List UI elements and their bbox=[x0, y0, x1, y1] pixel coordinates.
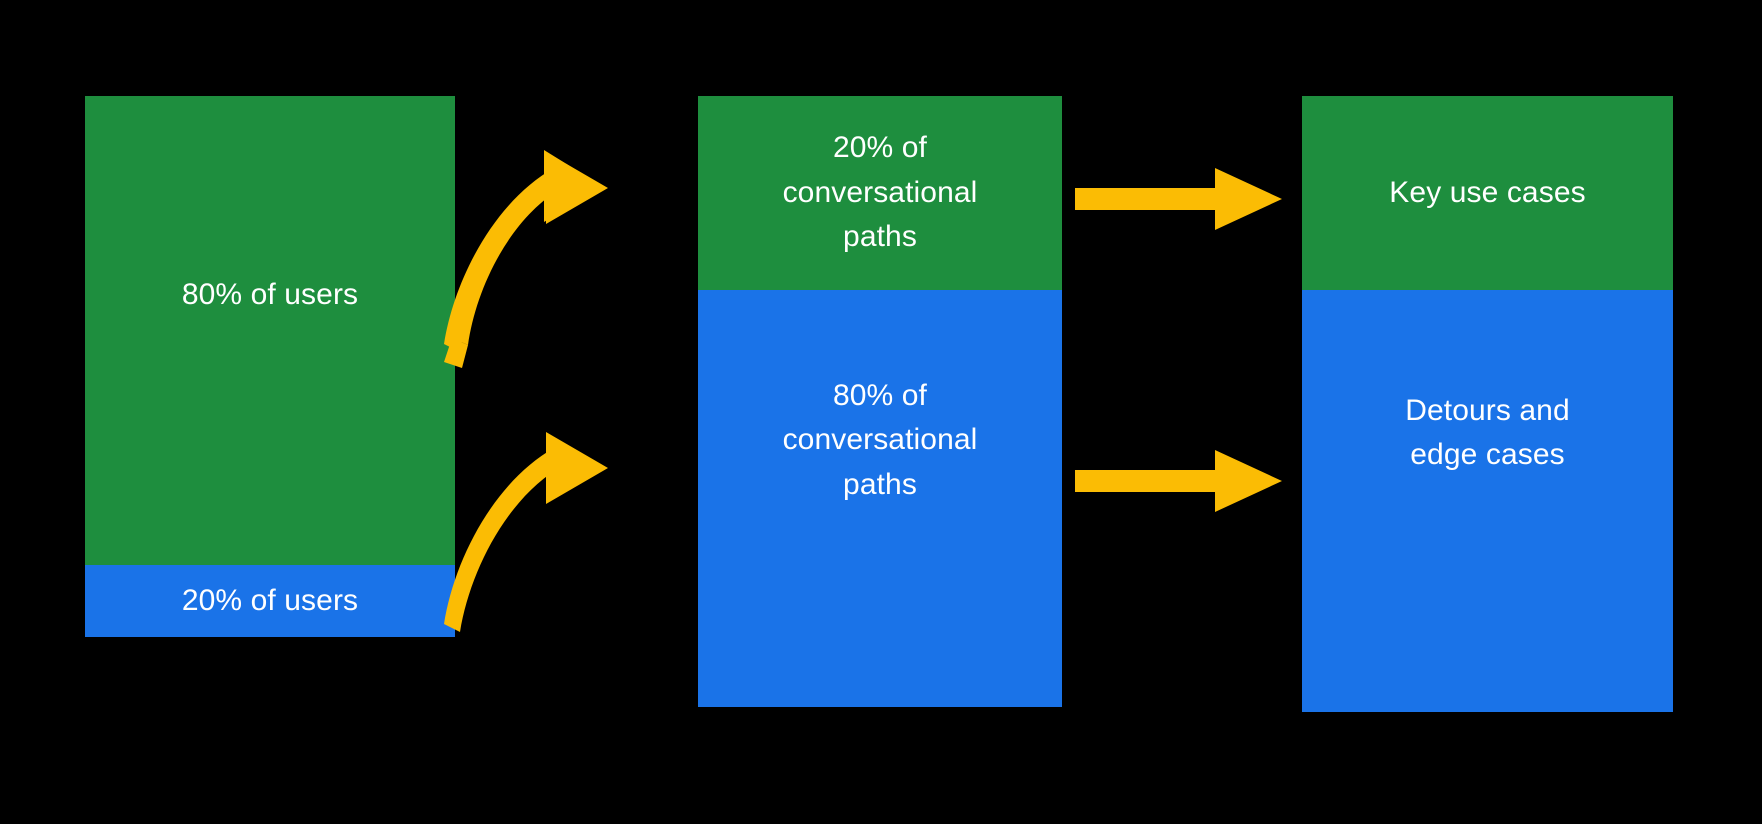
segment-users-blue: 20% of users bbox=[85, 565, 455, 637]
straight-arrow-icon-bottom bbox=[1075, 450, 1282, 512]
segment-paths-blue: 80% of conversational paths bbox=[698, 290, 1062, 707]
segment-paths-green-label: 20% of conversational paths bbox=[782, 131, 978, 254]
straight-arrow-icon-top bbox=[1075, 168, 1282, 230]
column-use-cases: Key use cases Detours and edge cases bbox=[1302, 96, 1673, 712]
segment-paths-green: 20% of conversational paths bbox=[698, 96, 1062, 290]
curved-arrow-icon-top bbox=[444, 150, 608, 368]
segment-users-green-label: 80% of users bbox=[181, 278, 359, 312]
segment-cases-green: Key use cases bbox=[1302, 96, 1673, 290]
curved-arrow-icon-bottom bbox=[444, 432, 608, 632]
segment-users-green: 80% of users bbox=[85, 96, 455, 565]
segment-paths-blue-label: 80% of conversational paths bbox=[782, 378, 978, 501]
segment-cases-blue: Detours and edge cases bbox=[1302, 290, 1673, 712]
column-users: 80% of users 20% of users bbox=[85, 96, 455, 637]
segment-cases-green-label: Key use cases bbox=[1389, 175, 1586, 209]
segment-cases-blue-label: Detours and edge cases bbox=[1405, 393, 1570, 471]
segment-users-blue-label: 20% of users bbox=[181, 583, 359, 617]
column-conversational-paths: 20% of conversational paths 80% of conve… bbox=[698, 96, 1062, 707]
